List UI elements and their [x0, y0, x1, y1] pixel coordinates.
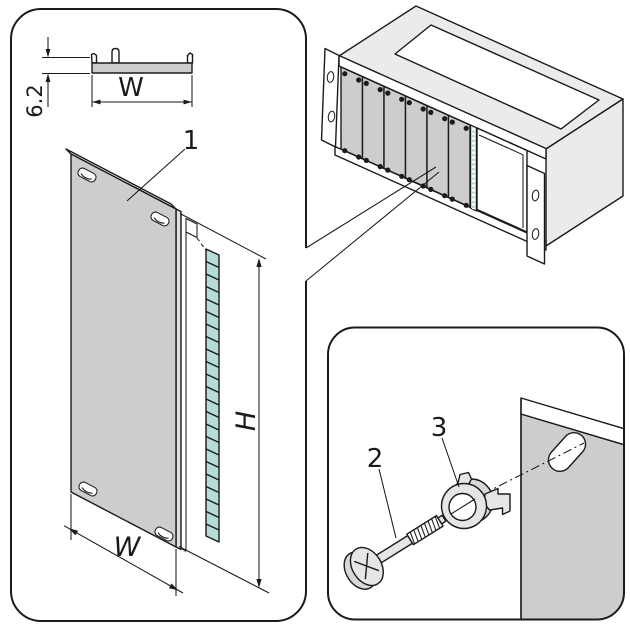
- subrack-front-panels: [340, 66, 471, 208]
- arrowhead: [92, 99, 101, 105]
- front-panel-isometric-view: 1 H W: [63, 126, 270, 596]
- callout-label-collar: 3: [431, 413, 448, 443]
- arrowhead: [168, 583, 179, 591]
- detail-panel-group: [520, 397, 623, 619]
- slot-inner-edge: [478, 134, 524, 228]
- detail-frame-right: [327, 326, 625, 621]
- rear-flange-bottom: [180, 547, 187, 552]
- arrowhead: [68, 528, 79, 536]
- collar-axis-line: [450, 498, 476, 515]
- leader-line-panel: [126, 148, 186, 202]
- mounting-slot: [78, 481, 98, 497]
- center-line: [482, 442, 585, 495]
- gasket-segment-lines: [205, 260, 220, 531]
- hidden-edge-line: [196, 237, 207, 252]
- dimension-label-profile-width: W: [118, 73, 144, 103]
- subrack-isometric-view: [320, 5, 624, 265]
- profile-panel-bar: [91, 62, 193, 74]
- panel-side-edge: [175, 208, 182, 551]
- arrowhead: [45, 73, 51, 82]
- leader-line-screw: [378, 468, 397, 539]
- profile-left-lip: [90, 52, 98, 64]
- panel-front-face: [70, 153, 177, 548]
- mounting-slot: [150, 211, 170, 227]
- flange-hole: [531, 228, 540, 240]
- flange-hole: [326, 71, 335, 83]
- arrowhead: [256, 579, 262, 588]
- screw-thread-coils: [409, 516, 441, 545]
- right-mounting-flange: [526, 164, 546, 265]
- subrack-panel-screws: [342, 71, 469, 208]
- callout-label-front-panel: 1: [183, 126, 200, 156]
- profile-code-pin: [111, 47, 120, 64]
- detail-callout-line: [305, 166, 437, 249]
- phillips-cross-icon: [353, 552, 380, 580]
- dimension-label-panel-width: W: [114, 532, 142, 563]
- detail-frame-left: [10, 8, 307, 622]
- flange-hole: [531, 189, 540, 202]
- fastener-detail-view: 2 3: [327, 326, 625, 621]
- subrack-side-face: [545, 98, 624, 247]
- detail-callout-line: [305, 171, 440, 282]
- mounting-slot: [77, 167, 97, 183]
- extension-line: [178, 546, 270, 594]
- extension-line: [179, 213, 267, 260]
- arrowhead: [45, 49, 51, 58]
- profile-cross-section-view: 6.2 W: [23, 37, 194, 118]
- callout-label-screw: 2: [367, 444, 384, 474]
- profile-right-lip: [186, 52, 194, 64]
- leader-line-collar: [441, 437, 460, 488]
- flange-hole: [327, 110, 336, 123]
- arrowhead: [183, 99, 192, 105]
- rear-flange-notch: [185, 217, 198, 239]
- subrack-top-opening: [394, 24, 600, 130]
- left-mounting-flange: [320, 47, 340, 148]
- mounting-slot: [154, 526, 174, 542]
- screw-tip: [437, 514, 447, 525]
- arrowhead: [256, 258, 262, 267]
- dimension-label-profile-depth: 6.2: [23, 84, 47, 117]
- retaining-collar: [440, 471, 511, 530]
- emc-gasket-strip: [205, 248, 220, 543]
- dimension-line: [63, 525, 184, 594]
- collar-screw: [343, 514, 447, 590]
- dimension-label-panel-height: H: [231, 411, 262, 431]
